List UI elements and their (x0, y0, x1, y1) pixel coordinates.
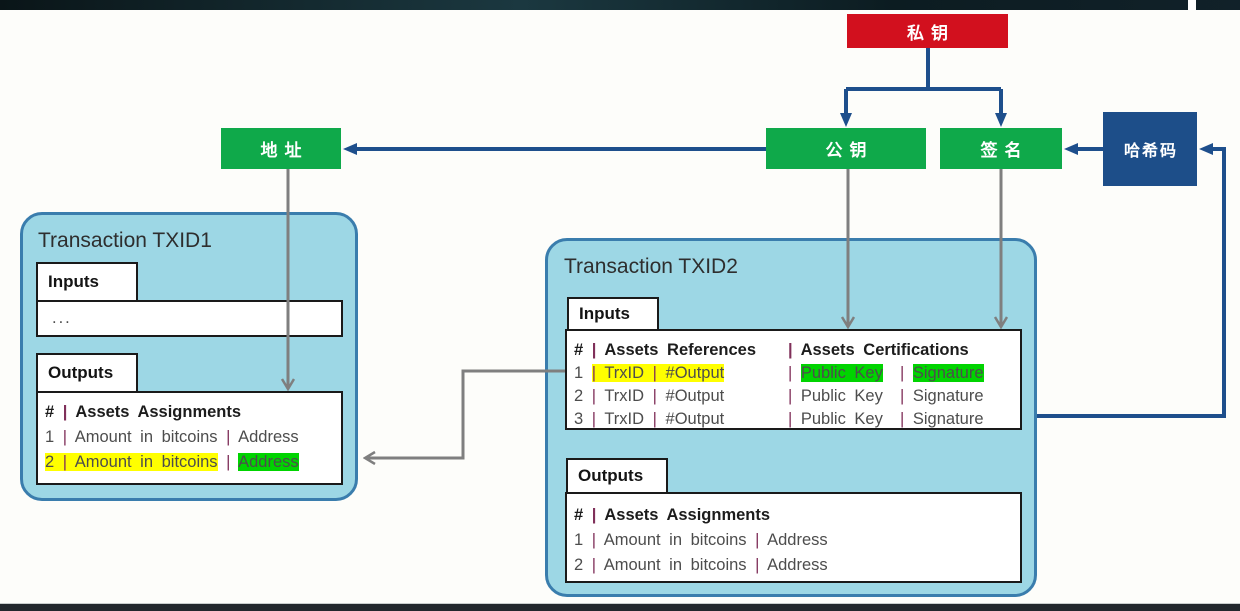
arrow-txid2-input1-to-txid1-output2 (366, 369, 565, 458)
address-box: 地址 (221, 128, 341, 169)
txid2-outputs-tab: Outputs (566, 458, 668, 494)
table-row: 1 | TrxID | #Output| Public Key | Signat… (574, 364, 984, 382)
bottom-bar (0, 603, 1240, 611)
txid1-outputs-tab: Outputs (36, 353, 138, 393)
table-row: 1 | Amount in bitcoins | Address (574, 531, 828, 549)
txid2-inputs-table: # | Assets References| Assets Certificat… (565, 329, 1022, 430)
table-row: 1 | Amount in bitcoins | Address (45, 428, 299, 446)
txid1-inputs-tab: Inputs (36, 262, 138, 302)
txid1-inputs-row: ... (36, 300, 343, 337)
top-bar (0, 0, 1240, 10)
top-bar-gap (1188, 0, 1196, 10)
hash-code-box: 哈希码 (1103, 112, 1197, 186)
txid2-title: Transaction TXID2 (564, 255, 738, 278)
table-row: # | Assets References| Assets Certificat… (574, 341, 969, 359)
txid2-outputs-table: # | Assets Assignments 1 | Amount in bitc… (565, 492, 1022, 583)
table-row: 2 | Amount in bitcoins | Address (45, 453, 299, 471)
table-row: 3 | TrxID | #Output| Public Key | Signat… (574, 410, 984, 428)
table-row: # | Assets Assignments (45, 403, 242, 421)
public-key-box: 公钥 (766, 128, 926, 169)
table-row: 2 | Amount in bitcoins | Address (574, 556, 828, 574)
table-row: 2 | TrxID | #Output| Public Key | Signat… (574, 387, 984, 405)
ellipsis-text: ... (52, 309, 72, 327)
txid1-outputs-table: # | Assets Assignments 1 | Amount in bitc… (36, 391, 343, 485)
txid1-title: Transaction TXID1 (38, 229, 212, 252)
txid2-inputs-tab: Inputs (567, 297, 659, 331)
arrow-txid2-to-hashcode (1037, 143, 1226, 418)
table-row: # | Assets Assignments (574, 506, 771, 524)
private-key-box: 私钥 (847, 14, 1008, 48)
signature-box: 签名 (940, 128, 1062, 169)
